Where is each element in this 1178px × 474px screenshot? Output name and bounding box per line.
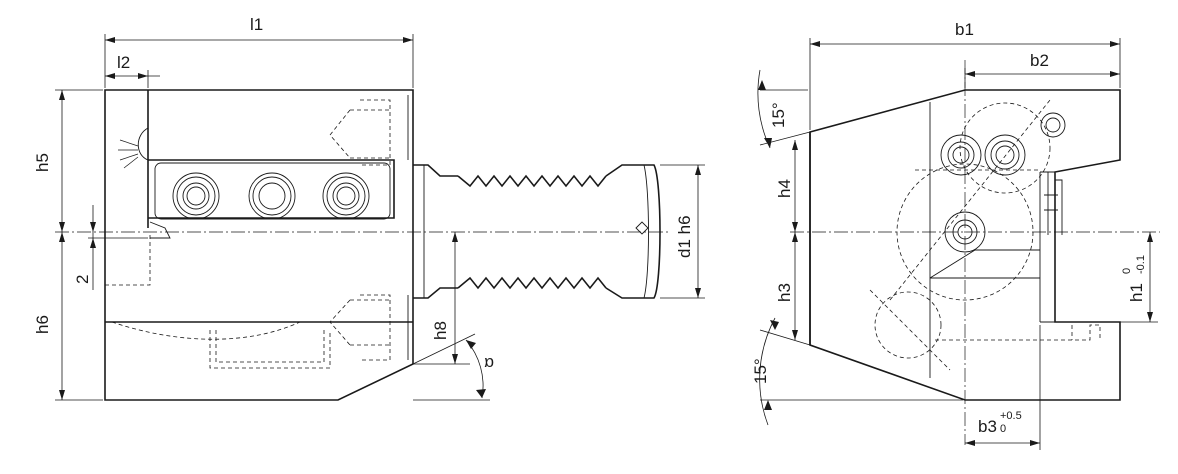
label-b3-tol-upper: +0.5 bbox=[1000, 410, 1022, 422]
label-h1: h1 bbox=[1127, 283, 1146, 302]
shank bbox=[413, 164, 661, 299]
label-h8: h8 bbox=[431, 321, 450, 340]
screw-2 bbox=[248, 172, 296, 220]
label-b1: b1 bbox=[955, 20, 974, 39]
side-pin bbox=[149, 221, 171, 239]
lower-shelf-inner bbox=[111, 321, 301, 340]
side-clamp bbox=[1044, 172, 1063, 235]
label-angle-top: 15° bbox=[769, 102, 788, 128]
dim-h5: h5 bbox=[33, 89, 103, 232]
clamp-plate bbox=[154, 162, 391, 220]
label-b2: b2 bbox=[1030, 51, 1049, 70]
side-coolant-channel bbox=[105, 235, 151, 286]
dim-d1: d1 h6 bbox=[660, 164, 705, 299]
label-l2: l2 bbox=[117, 53, 130, 72]
dim-h8: h8 bbox=[413, 232, 470, 365]
upper-circle bbox=[959, 102, 1051, 194]
small-hole bbox=[1040, 112, 1066, 138]
upper-hole-right bbox=[984, 134, 1026, 176]
clamp-face bbox=[147, 90, 395, 228]
label-h1-tol-upper: 0 bbox=[1121, 268, 1133, 274]
label-2: 2 bbox=[73, 275, 92, 284]
label-h5: h5 bbox=[33, 153, 52, 172]
dim-h4: h4 bbox=[775, 140, 798, 232]
front-step bbox=[1039, 171, 1055, 323]
coolant-nozzle bbox=[137, 127, 149, 161]
screw-1 bbox=[172, 172, 220, 220]
upper-hole-left bbox=[940, 134, 982, 176]
coolant-spray bbox=[118, 139, 139, 169]
dim-2: 2 bbox=[73, 205, 148, 290]
bottom-right-pocket bbox=[935, 324, 1101, 341]
side-view: l1 l2 h5 h6 2 d1 h6 bbox=[33, 15, 705, 401]
dim-h3: h3 bbox=[775, 232, 798, 340]
label-d1h6: d1 h6 bbox=[675, 215, 694, 258]
label-b3-tol-lower: 0 bbox=[1000, 423, 1006, 435]
dim-alpha: α bbox=[412, 333, 494, 401]
dim-angle-top: 15° bbox=[757, 69, 811, 149]
front-hidden-lines bbox=[869, 99, 1051, 371]
dim-angle-bottom: 15° bbox=[751, 317, 963, 426]
label-b3: b3 bbox=[978, 417, 997, 436]
front-view: b1 b2 15° 15° h4 bbox=[751, 20, 1160, 450]
dim-l1: l1 bbox=[104, 15, 414, 88]
dim-h1: h1 0 -0.1 bbox=[1120, 232, 1158, 323]
label-h3: h3 bbox=[775, 283, 794, 302]
screw-3 bbox=[322, 172, 370, 220]
dim-l2: l2 bbox=[105, 53, 160, 88]
bottom-threaded-hole bbox=[329, 294, 409, 361]
front-wedge bbox=[929, 249, 1040, 279]
label-h1-tol-lower: -0.1 bbox=[1135, 255, 1147, 274]
label-angle-bottom: 15° bbox=[751, 358, 770, 384]
label-h6: h6 bbox=[33, 315, 52, 334]
dim-b1: b1 bbox=[809, 20, 1121, 130]
lower-pocket-inner bbox=[215, 330, 325, 363]
label-h4: h4 bbox=[775, 179, 794, 198]
lower-pocket bbox=[209, 330, 331, 369]
label-alpha: α bbox=[484, 354, 494, 373]
dim-h6: h6 bbox=[33, 232, 103, 401]
top-threaded-hole bbox=[329, 95, 409, 166]
dim-b2: b2 bbox=[964, 51, 1120, 88]
label-l1: l1 bbox=[250, 15, 263, 34]
dim-b3: b3 +0.5 0 bbox=[965, 325, 1041, 450]
side-body-outline bbox=[104, 89, 414, 401]
lower-circle bbox=[874, 291, 942, 359]
